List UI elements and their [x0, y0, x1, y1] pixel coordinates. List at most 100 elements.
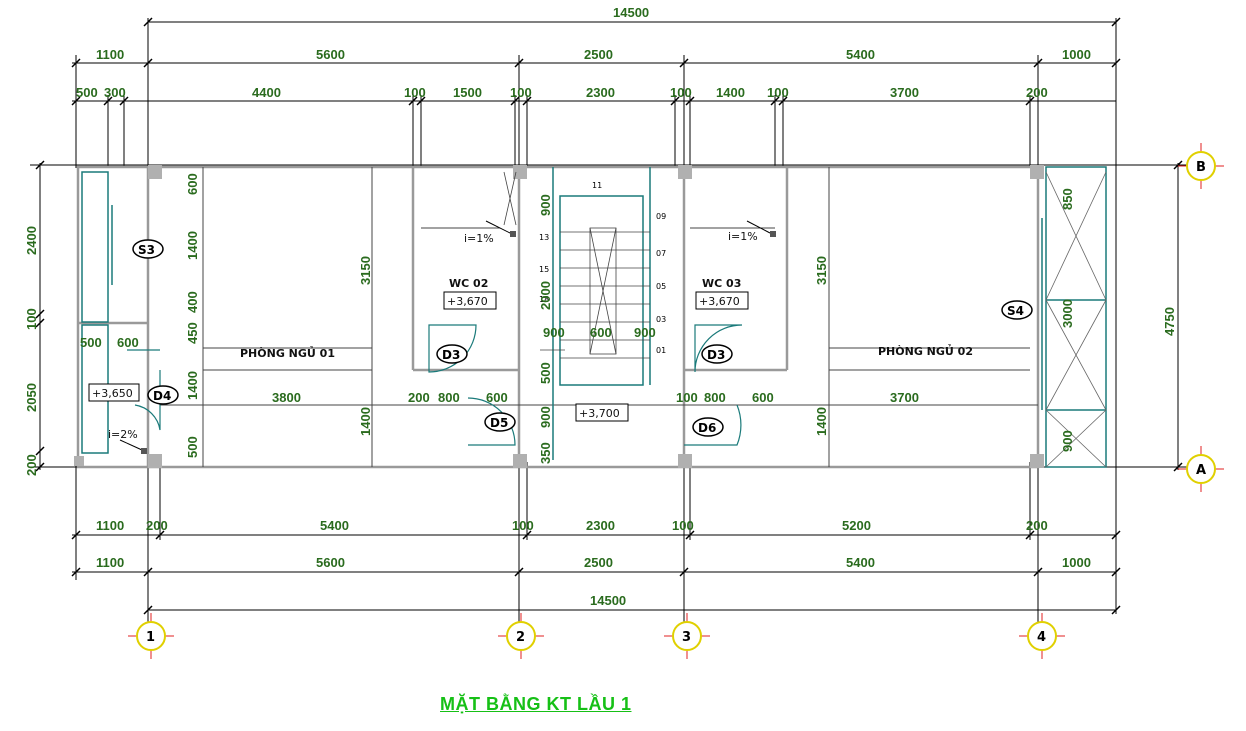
walls [76, 165, 1040, 469]
dim-bottom-total: 14500 [590, 593, 626, 608]
dim-label: 3700 [890, 390, 919, 405]
dim-label: 1500 [453, 85, 482, 100]
dim-bottom-row2: 1100 5600 2500 5400 1000 [96, 555, 1091, 570]
dim-label: 1100 [96, 518, 124, 533]
dim-label: 2500 [584, 47, 613, 62]
dim-label: 3150 [814, 256, 829, 285]
level-wc2: +3,670 [447, 295, 488, 308]
room-label-bedroom-1: PHÒNG NGỦ 01 [240, 346, 335, 360]
dim-label: 100 [510, 85, 532, 100]
dim-label: 200 [408, 390, 430, 405]
dim-label: 900 [543, 325, 565, 340]
stair-number: 01 [656, 346, 666, 355]
dim-label: 600 [486, 390, 508, 405]
dim-label: 850 [1060, 188, 1075, 210]
room-label-bedroom-2: PHÒNG NGỦ 02 [878, 344, 973, 358]
opening-tags: S3 S4 D3 D3 D4 D5 D6 [132, 239, 1033, 437]
dim-stair-horizontal: 900 600 900 [543, 325, 656, 340]
dim-label: 100 [767, 85, 789, 100]
grid-marker-3: 3 [664, 613, 710, 659]
dim-label: 600 [590, 325, 612, 340]
stair-step-numbers: 11 13 09 07 05 03 01 18 15 [539, 181, 666, 355]
dim-label: 1400 [716, 85, 745, 100]
dim-room1-left: 600 1400 400 450 1400 500 [185, 173, 200, 458]
level-markers: +3,670 +3,670 +3,650 +3,700 [88, 291, 749, 422]
tag-d3-left: D3 [442, 348, 460, 362]
stair-number: 09 [656, 212, 666, 221]
dim-label: 2300 [586, 85, 615, 100]
dim-bottom-row1: 1100 200 5400 100 2300 100 5200 200 [96, 518, 1048, 533]
dim-label: 1100 [96, 555, 124, 570]
dim-label: 100 [670, 85, 692, 100]
dim-balcony-left: 500 600 [80, 335, 139, 350]
dim-label: 450 [185, 322, 200, 344]
dim-label: 5200 [842, 518, 871, 533]
dim-label: 300 [104, 85, 126, 100]
dim-label: 1400 [185, 371, 200, 400]
stair-number: 03 [656, 315, 666, 324]
dim-label: 500 [538, 362, 553, 384]
dim-label: 4400 [252, 85, 281, 100]
stair-number: 18 [539, 295, 549, 304]
dim-label: 2050 [24, 383, 39, 412]
glass-walls [81, 166, 1107, 468]
dim-label: 200 [146, 518, 168, 533]
grid-marker-1: 1 [128, 613, 174, 659]
dim-label: 500 [185, 436, 200, 458]
slope-labels: i=1% i=1% i=2% [108, 220, 776, 454]
dim-label: 200 [1026, 518, 1048, 533]
stair-number: 15 [539, 265, 549, 274]
dim-label: 900 [634, 325, 656, 340]
stair-number: 13 [539, 233, 549, 242]
stair-number: 11 [592, 181, 602, 190]
tag-s3: S3 [138, 243, 155, 257]
dim-label: 600 [752, 390, 774, 405]
dim-label: 900 [1060, 430, 1075, 452]
structural-columns [74, 165, 1044, 468]
dim-label: 100 [672, 518, 694, 533]
level-hall: +3,700 [579, 407, 620, 420]
slope-balcony: i=2% [108, 428, 138, 441]
stair-number: 05 [656, 282, 666, 291]
dim-label: 500 [80, 335, 102, 350]
dim-label: 3000 [1060, 299, 1075, 328]
dim-label: 800 [704, 390, 726, 405]
stair-treads [503, 171, 650, 359]
stair-number: 07 [656, 249, 666, 258]
dim-label: 500 [76, 85, 98, 100]
grid-marker-4: 4 [1019, 613, 1065, 659]
level-wc3: +3,670 [699, 295, 740, 308]
slope-wc2: i=1% [464, 232, 494, 245]
room-label-wc-3: WC 03 [702, 277, 741, 290]
grid-label-4: 4 [1037, 630, 1046, 645]
dim-label: 1000 [1062, 47, 1091, 62]
slope-wc3: i=1% [728, 230, 758, 243]
dim-label: 100 [512, 518, 534, 533]
dim-label: 100 [676, 390, 698, 405]
dim-stair-vertical: 900 2000 500 900 350 [538, 194, 553, 464]
dim-label: 350 [538, 442, 553, 464]
tag-s4: S4 [1007, 304, 1024, 318]
grid-label-2: 2 [516, 630, 525, 645]
grid-marker-A: A [1178, 446, 1224, 492]
balcony-bracing [1045, 171, 1107, 468]
dim-label: 1000 [1062, 555, 1091, 570]
grid-label-A: A [1196, 463, 1206, 478]
dim-label: 1400 [814, 407, 829, 436]
dim-label: 2000 [538, 281, 553, 310]
dim-label: 3800 [272, 390, 301, 405]
dim-label: 800 [438, 390, 460, 405]
dim-label: 200 [24, 454, 39, 476]
dim-right-total: 4750 [1162, 307, 1177, 336]
thin-lines [160, 167, 1038, 467]
grid-marker-B: B [1178, 143, 1224, 189]
tag-d4: D4 [153, 389, 171, 403]
room-label-wc-2: WC 02 [449, 277, 488, 290]
dim-top-row1: 1100 5600 2500 5400 1000 [96, 47, 1091, 62]
dim-top-total: 14500 [613, 5, 649, 20]
dim-label: 2300 [586, 518, 615, 533]
dim-label: 2500 [584, 555, 613, 570]
dim-label: 900 [538, 406, 553, 428]
dim-label: 5600 [316, 47, 345, 62]
dim-label: 5400 [846, 555, 875, 570]
